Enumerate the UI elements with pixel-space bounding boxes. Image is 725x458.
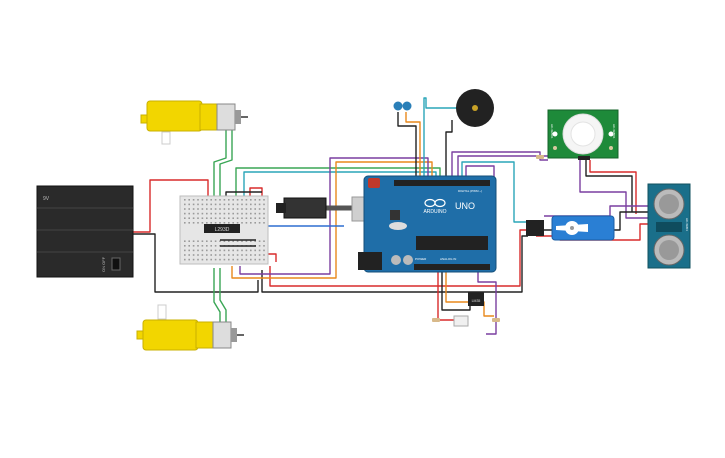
led-blue-right[interactable] — [402, 101, 412, 111]
temp-sensor-module[interactable]: LM35 — [432, 292, 500, 327]
wire-ground-rail[interactable] — [261, 235, 528, 293]
sensor-label: LM35 — [472, 299, 481, 303]
wire-pir-signal[interactable] — [451, 151, 548, 178]
resistor-right[interactable] — [492, 318, 500, 322]
analog-label: ANALOG IN — [440, 257, 456, 261]
reset-button[interactable] — [368, 178, 380, 188]
pir-sensor[interactable]: HC-SR501 HC-SR501 — [547, 109, 619, 160]
wire-teal-d2[interactable] — [243, 171, 437, 200]
led-blue-left[interactable] — [393, 101, 403, 111]
resistor-left[interactable] — [432, 318, 440, 322]
breadboard[interactable]: L293D — [179, 195, 269, 265]
wire-buzzer-signal[interactable] — [423, 97, 458, 178]
wire-orange-d3[interactable] — [231, 161, 433, 279]
wire-sensor-d[interactable] — [477, 270, 497, 335]
wire-sonar-trig[interactable] — [457, 155, 648, 219]
power-jack — [358, 252, 382, 270]
led-pair[interactable] — [393, 101, 412, 111]
digital-label: DIGITAL (PWM ~) — [458, 189, 482, 193]
wire-battery-positive[interactable] — [133, 179, 209, 233]
wire-purple-d4[interactable] — [239, 157, 429, 275]
atmega-chip — [416, 236, 488, 250]
wire-motor-top-b[interactable] — [219, 130, 233, 200]
resistor-pir[interactable] — [536, 155, 544, 159]
arduino-logo-text: ARDUINO — [423, 209, 446, 215]
wire-servo-signal[interactable] — [461, 161, 528, 223]
power-label: POWER — [415, 257, 427, 261]
battery-switch-label: ON OFF — [101, 256, 106, 272]
wire-led-ground[interactable] — [397, 112, 417, 178]
battery-pack[interactable]: 9V ON OFF — [36, 185, 134, 278]
ultrasonic-label: HC-SR04 — [685, 218, 689, 231]
dc-motor-top[interactable] — [140, 100, 248, 145]
piezo-buzzer[interactable] — [456, 89, 494, 127]
wire-pir-ground[interactable] — [585, 160, 633, 212]
wire-led-signal[interactable] — [405, 112, 421, 178]
analog-header — [414, 264, 490, 270]
arduino-uno-board[interactable]: ARDUINO UNO DIGITAL (PWM ~) ANALOG IN PO… — [358, 175, 497, 273]
wire-motor-bottom-a[interactable] — [219, 268, 227, 325]
wire-pir-vcc[interactable] — [589, 160, 637, 214]
photoresistor[interactable] — [453, 315, 469, 327]
motor-driver-chip — [204, 224, 240, 233]
pir-label-right: HC-SR501 — [612, 124, 616, 139]
wire-battery-ground[interactable] — [133, 233, 259, 293]
wire-green-d1[interactable] — [235, 167, 441, 200]
ultrasonic-sensor[interactable]: HC-SR04 — [647, 183, 691, 269]
breadboard-holes — [184, 199, 265, 261]
wire-motor-bottom-b[interactable] — [213, 268, 221, 325]
wire-motor-top-a[interactable] — [213, 130, 227, 200]
wire-buzzer-ground[interactable] — [445, 120, 453, 178]
pir-label-left: HC-SR501 — [550, 124, 554, 139]
battery-label: 9V — [43, 196, 50, 202]
digital-header — [394, 180, 490, 186]
chip-label: L293D — [215, 227, 230, 233]
crystal — [389, 222, 407, 230]
arduino-model: UNO — [455, 201, 475, 211]
capacitor-b — [403, 255, 413, 265]
servo-motor[interactable] — [526, 215, 615, 241]
usb-chip — [390, 210, 400, 220]
battery-switch[interactable] — [111, 257, 121, 271]
dc-motor-bottom[interactable] — [136, 304, 244, 351]
capacitor-a — [391, 255, 401, 265]
wire-power-rail[interactable] — [269, 229, 528, 287]
